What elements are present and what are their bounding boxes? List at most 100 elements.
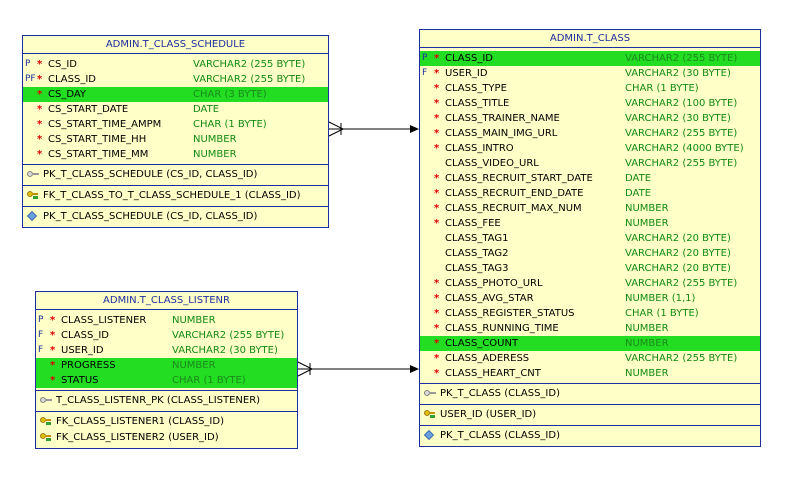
fk-constraint[interactable]: FK_CLASS_LISTENER1 (CLASS_ID) <box>36 414 297 430</box>
fk-constraint[interactable]: FK_CLASS_LISTENER2 (USER_ID) <box>36 430 297 446</box>
column-type: NUMBER <box>172 315 216 326</box>
fk-section: USER_ID (USER_ID) <box>420 405 760 426</box>
required-marker: * <box>434 353 440 364</box>
column-name: CLASS_RECRUIT_END_DATE <box>445 188 584 199</box>
required-marker: * <box>434 338 440 349</box>
pk-constraint[interactable]: T_CLASS_LISTENR_PK (CLASS_LISTENER) <box>36 393 297 409</box>
column-type: VARCHAR2 (30 BYTE) <box>625 113 731 124</box>
key-icon <box>424 388 436 398</box>
pk-constraint[interactable]: PK_T_CLASS_SCHEDULE (CS_ID, CLASS_ID) <box>23 167 328 183</box>
index-section: PK_T_CLASS_SCHEDULE (CS_ID, CLASS_ID) <box>23 207 328 227</box>
fk-constraint[interactable]: USER_ID (USER_ID) <box>420 407 760 423</box>
required-marker: * <box>37 59 43 70</box>
foreign-key-icon <box>424 409 436 419</box>
column-type: NUMBER <box>193 149 237 160</box>
column-name: CLASS_TYPE <box>445 83 507 94</box>
column-type: NUMBER <box>625 323 669 334</box>
required-marker: * <box>434 143 440 154</box>
column-name: CLASS_INTRO <box>445 143 514 154</box>
key-icon <box>40 395 52 405</box>
column-type: VARCHAR2 (255 BYTE) <box>193 74 306 85</box>
required-marker: * <box>50 360 56 371</box>
column-name: CS_START_TIME_AMPM <box>48 119 162 130</box>
required-marker: * <box>50 345 56 356</box>
column-name: CLASS_RUNNING_TIME <box>445 323 559 334</box>
required-marker: * <box>50 315 56 326</box>
column-name: CLASS_TAG2 <box>445 248 509 259</box>
column-name: STATUS <box>61 375 99 386</box>
required-marker: * <box>434 218 440 229</box>
index-entry[interactable]: PK_T_CLASS_SCHEDULE (CS_ID, CLASS_ID) <box>23 209 328 225</box>
column-name: USER_ID <box>61 345 104 356</box>
column-name: CLASS_ID <box>445 53 493 64</box>
column-type: VARCHAR2 (255 BYTE) <box>625 128 738 139</box>
relationship-schedule-to-class[interactable] <box>328 121 419 137</box>
table-title: ADMIN.T_CLASS_SCHEDULE <box>23 36 328 54</box>
column-type: NUMBER <box>193 134 237 145</box>
column-name: CS_ID <box>48 59 77 70</box>
relationship-listener-to-class[interactable] <box>297 361 419 377</box>
column-type: NUMBER <box>625 218 669 229</box>
column-type: CHAR (3 BYTE) <box>193 89 267 100</box>
column-type: DATE <box>193 104 220 115</box>
index-entry[interactable]: PK_T_CLASS (CLASS_ID) <box>420 428 760 444</box>
required-marker: * <box>434 278 440 289</box>
column-name: CLASS_TAG3 <box>445 263 509 274</box>
table-t-class-schedule[interactable]: ADMIN.T_CLASS_SCHEDULE P * CS_ID VARCHAR2 (… <box>22 35 329 228</box>
foreign-key-icon <box>27 190 39 200</box>
column-name: CS_START_TIME_HH <box>48 134 147 145</box>
fk-constraint[interactable]: FK_T_CLASS_TO_T_CLASS_SCHEDULE_1 (CLASS_… <box>23 188 328 204</box>
key-icon <box>27 169 39 179</box>
column-type: VARCHAR2 (255 BYTE) <box>625 353 738 364</box>
required-marker: * <box>434 53 440 64</box>
required-marker: * <box>50 375 56 386</box>
required-marker: * <box>37 119 43 130</box>
pk-constraint[interactable]: PK_T_CLASS (CLASS_ID) <box>420 386 760 402</box>
column-name: PROGRESS <box>61 360 116 371</box>
column-type: VARCHAR2 (255 BYTE) <box>625 53 738 64</box>
column-name: CLASS_TRAINER_NAME <box>445 113 560 124</box>
key-marker: P <box>25 59 31 69</box>
column-name: CLASS_REGISTER_STATUS <box>445 308 575 319</box>
column-type: VARCHAR2 (255 BYTE) <box>625 158 738 169</box>
required-marker: * <box>37 104 43 115</box>
